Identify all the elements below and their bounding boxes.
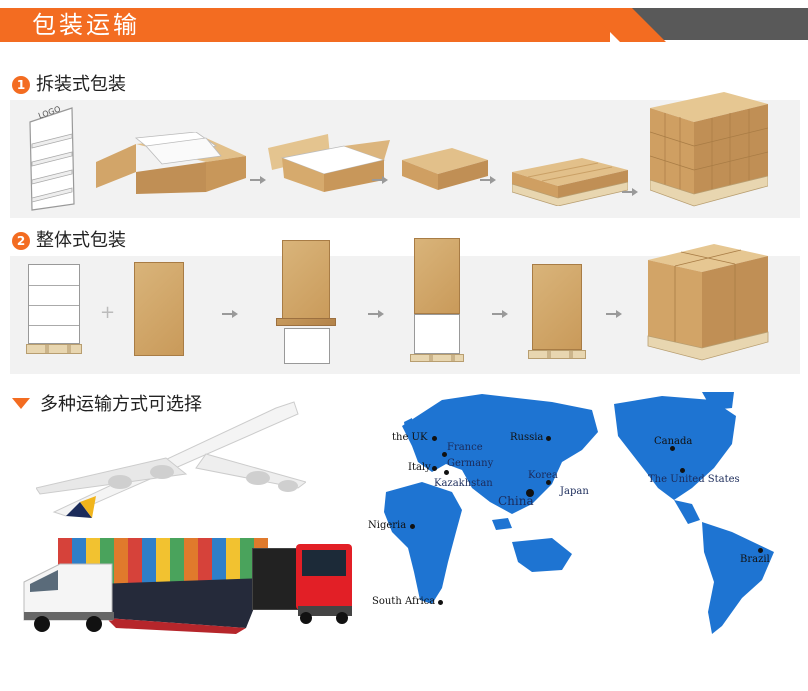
cargo-ship (96, 578, 266, 634)
map-marker (432, 436, 437, 441)
pallet-stack (650, 92, 768, 207)
map-label-russia: Russia (510, 432, 544, 443)
carton-cover (282, 240, 330, 324)
arrow-right-icon (606, 310, 622, 318)
display-shelf (28, 264, 80, 344)
map-marker (438, 600, 443, 605)
step-number-2: 2 (12, 232, 30, 250)
carton-partial (414, 238, 460, 314)
page-title: 包装运输 (32, 11, 140, 39)
map-marker (670, 446, 675, 451)
section2-title: 整体式包装 (36, 230, 126, 251)
carton-flap (276, 318, 336, 326)
map-label-uk: the UK (392, 432, 428, 443)
map-marker (432, 466, 437, 471)
packed-carton (532, 264, 582, 350)
map-marker (526, 489, 534, 497)
map-marker (442, 452, 447, 457)
pallet (410, 354, 464, 362)
map-marker (546, 480, 551, 485)
map-label-nigeria: Nigeria (368, 520, 407, 531)
arrow-right-icon (368, 310, 384, 318)
map-marker (444, 470, 449, 475)
pallet (528, 350, 586, 359)
pallet-small (512, 158, 628, 206)
pallet-group (647, 244, 769, 361)
tall-carton (134, 262, 184, 356)
arrow-right-icon (222, 310, 238, 318)
section3-title: 多种运输方式可选择 (40, 394, 202, 415)
display-stand (29, 107, 75, 211)
map-label-japan: Japan (560, 486, 589, 497)
airplane (36, 401, 306, 518)
plus-icon: + (100, 302, 116, 323)
arrow-right-icon (480, 176, 496, 184)
pallet (26, 344, 82, 354)
header-bar (0, 8, 610, 42)
white-van (23, 563, 114, 632)
arrow-right-icon (372, 176, 388, 184)
map-marker (546, 436, 551, 441)
map-marker (680, 468, 685, 473)
map-label-italy: Italy (408, 462, 431, 473)
red-truck (296, 544, 352, 624)
map-label-france: France (447, 442, 483, 453)
arrow-right-icon (492, 310, 508, 318)
map-label-south-africa: South Africa (372, 596, 436, 607)
arrow-right-icon (250, 176, 266, 184)
map-label-kazakhstan: Kazakhstan (434, 478, 493, 489)
map-label-korea: Korea (528, 470, 558, 481)
shelf-lower (414, 314, 460, 354)
closing-carton (268, 134, 390, 192)
section1-title: 拆装式包装 (36, 74, 126, 95)
shelf-base (284, 328, 330, 364)
arrow-right-icon (622, 188, 638, 196)
open-carton (96, 132, 246, 194)
sealed-carton (402, 148, 488, 190)
map-marker (758, 548, 763, 553)
truck-trailer (252, 548, 304, 610)
map-label-china: China (498, 494, 534, 508)
map-label-brazil: Brazil (740, 554, 770, 565)
map-label-usa: The United States (648, 474, 740, 485)
step-number-1: 1 (12, 76, 30, 94)
map-label-germany: Germany (447, 458, 494, 469)
map-label-canada: Canada (654, 436, 693, 447)
map-marker (410, 524, 415, 529)
triangle-down-icon (12, 398, 30, 409)
